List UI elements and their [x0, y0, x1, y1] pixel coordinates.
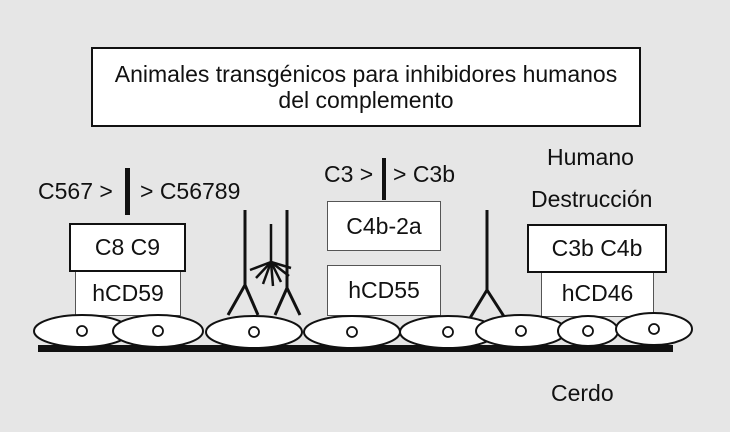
hcd59-box: hCD59	[75, 270, 181, 316]
block-bar-middle	[382, 158, 386, 200]
nucleus-8	[648, 323, 660, 335]
title-line-2: del complemento	[278, 87, 454, 113]
antibody-left	[226, 210, 260, 316]
nucleus-1	[76, 325, 88, 337]
nucleus-2	[152, 325, 164, 337]
block-bar-left	[125, 168, 130, 215]
reaction-middle-after: > C3b	[393, 161, 456, 187]
c3b-c4b-box: C3b C4b	[527, 224, 667, 273]
reaction-left-before: C567 >	[38, 178, 113, 204]
nucleus-4	[346, 326, 358, 338]
title-line-1: Animales transgénicos para inhibidores h…	[114, 60, 618, 87]
antibody-right	[468, 210, 507, 319]
antibody-center	[273, 210, 302, 316]
reaction-left-after: > C56789	[140, 178, 241, 204]
label-destruccion: Destrucción	[531, 186, 653, 212]
title-box: Animales transgénicos para inhibidores h…	[91, 47, 641, 127]
hcd55-box: hCD55	[327, 265, 441, 316]
label-humano: Humano	[547, 144, 634, 170]
hcd46-box: hCD46	[541, 270, 654, 317]
complement-burst	[249, 224, 292, 287]
label-cerdo: Cerdo	[551, 380, 614, 406]
reaction-middle-before: C3 >	[324, 161, 374, 187]
nucleus-5	[442, 326, 454, 338]
nucleus-6	[515, 325, 527, 337]
nucleus-3	[248, 326, 260, 338]
nucleus-7	[582, 325, 594, 337]
c4b-2a-box: C4b-2a	[327, 201, 441, 251]
c8-c9-box: C8 C9	[69, 223, 186, 272]
